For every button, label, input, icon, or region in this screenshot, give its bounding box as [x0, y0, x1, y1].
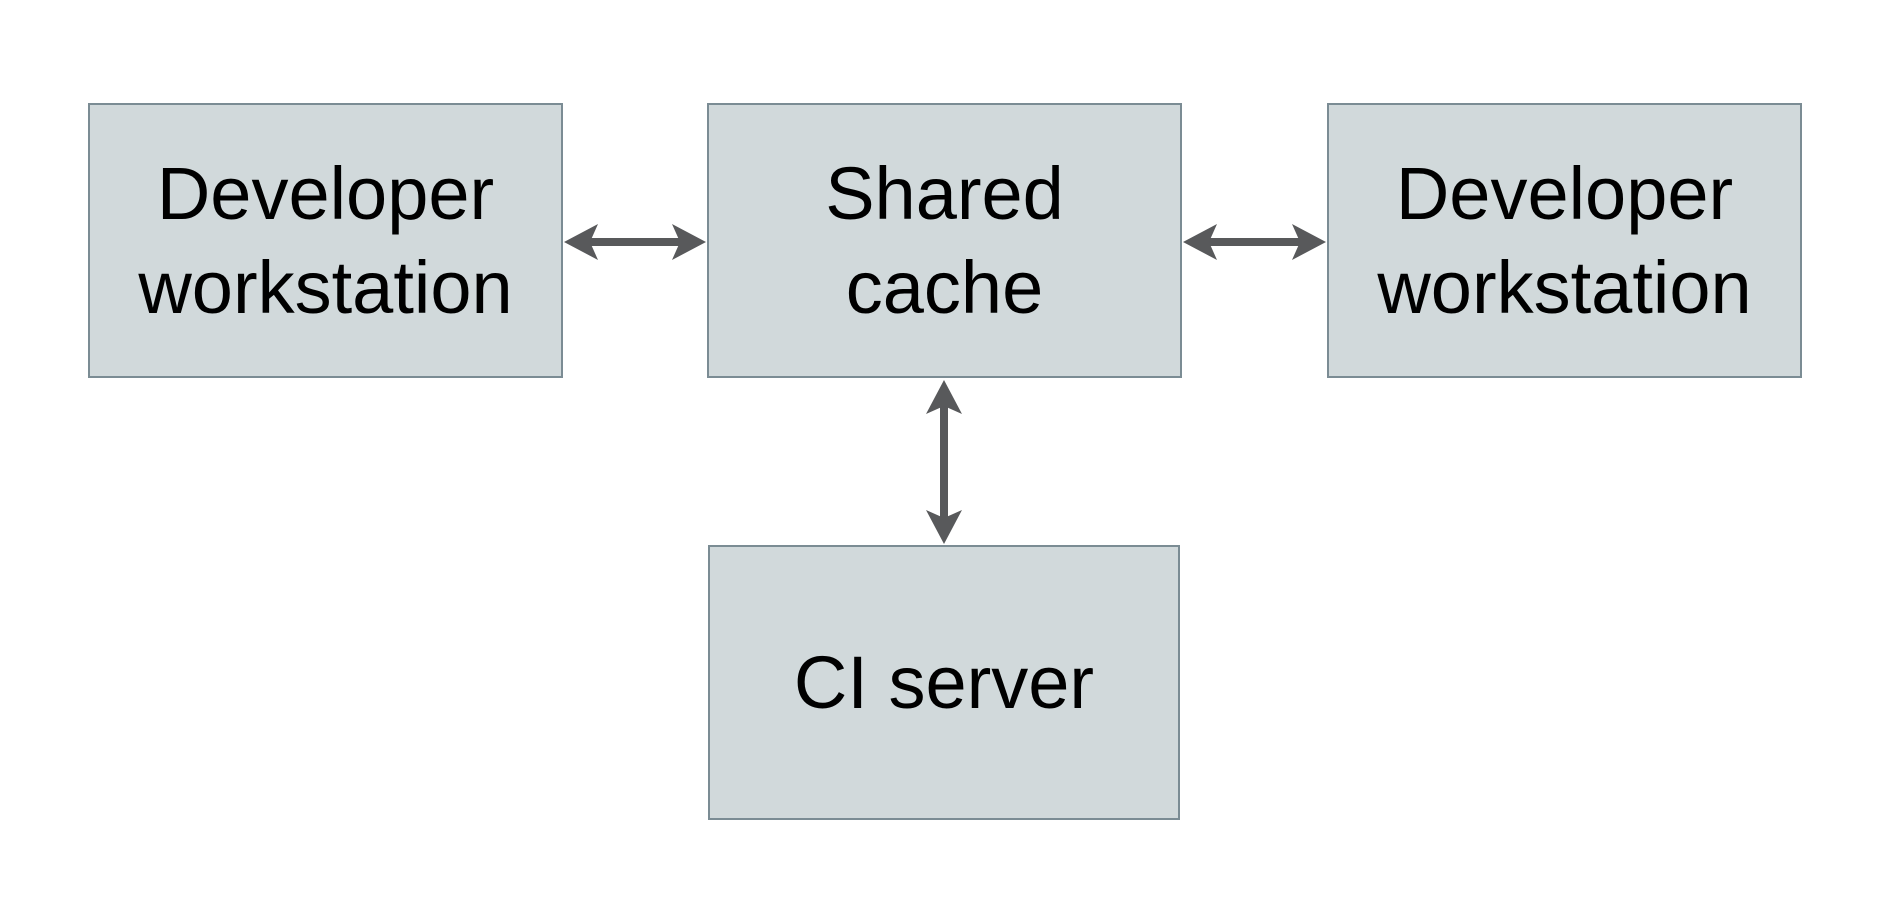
double-arrow-icon-shared-cache-right-workstation [1182, 218, 1327, 266]
node-label-line: CI server [793, 640, 1095, 724]
node-label-line: cache [845, 245, 1044, 329]
double-arrow-icon-left-workstation-shared-cache [563, 218, 707, 266]
node-label-line: workstation [138, 245, 513, 329]
node-ci-server: CI server [708, 545, 1180, 820]
node-developer-workstation-left: Developer workstation [88, 103, 563, 378]
double-arrow-icon-shared-cache-ci-server [920, 379, 968, 545]
node-label-line: Developer [1395, 152, 1734, 236]
node-label-line: Developer [156, 152, 495, 236]
node-developer-workstation-right: Developer workstation [1327, 103, 1802, 378]
node-label-line: workstation [1377, 245, 1752, 329]
node-shared-cache: Shared cache [707, 103, 1182, 378]
node-label-line: Shared [825, 152, 1064, 236]
